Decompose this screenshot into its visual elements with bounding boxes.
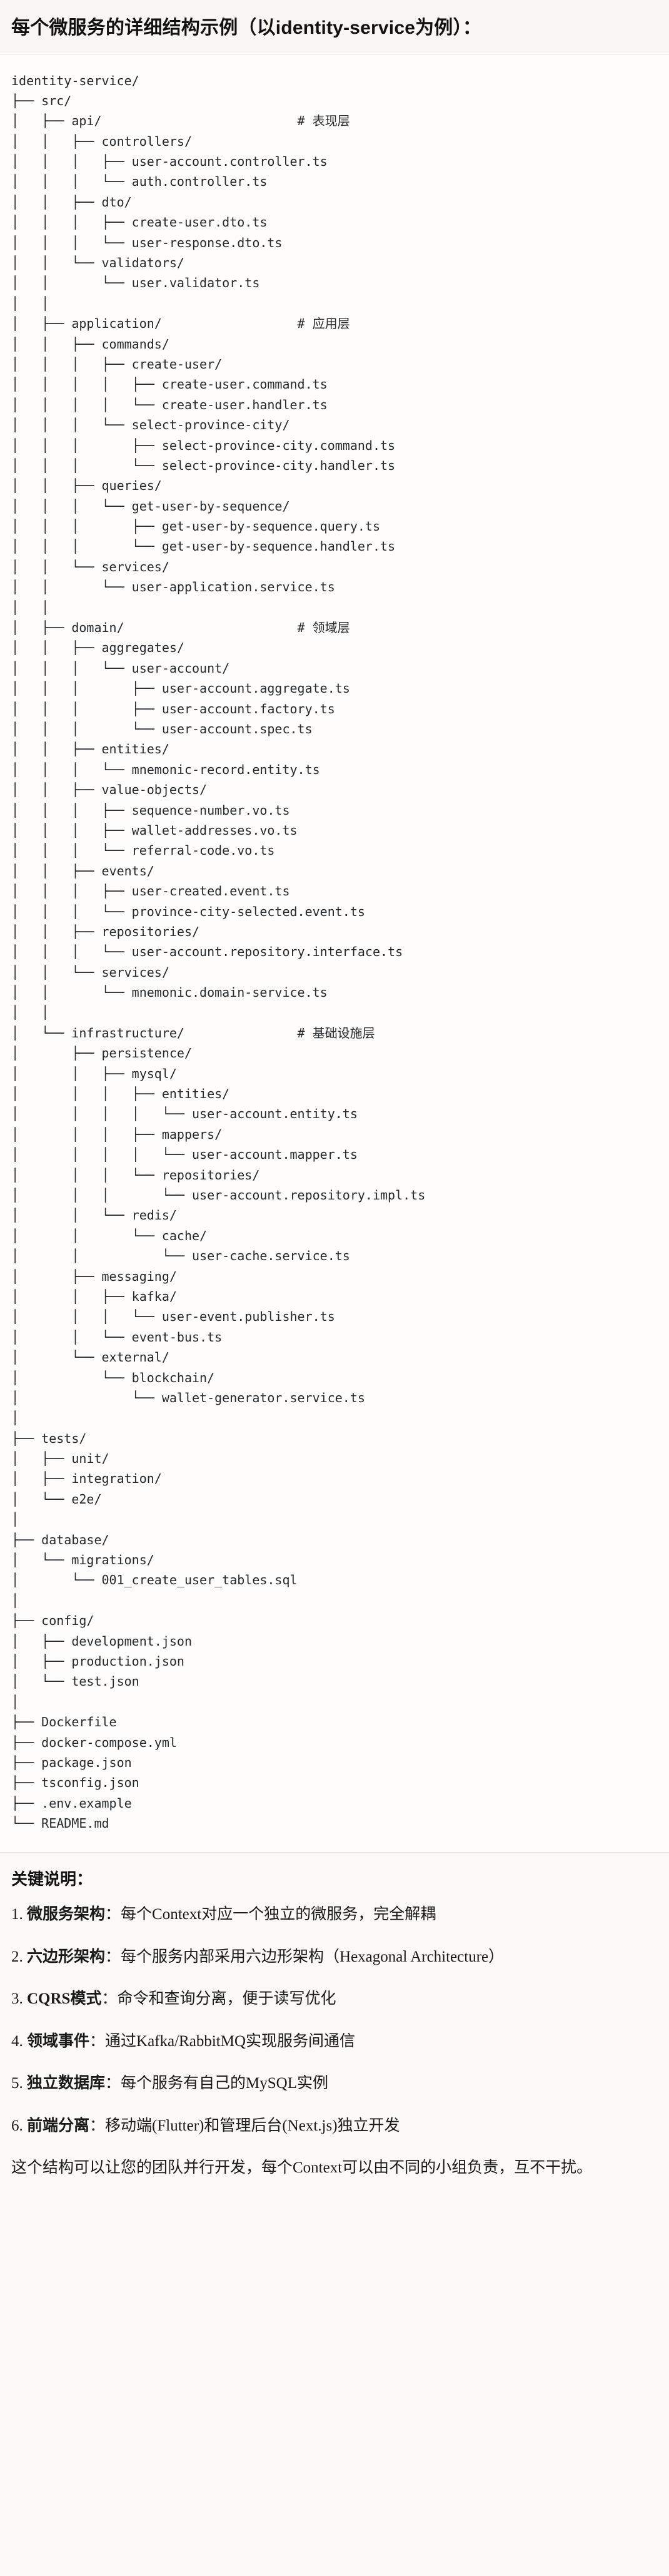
key-note-item: 六边形架构：每个服务内部采用六边形架构（Hexagonal Architectu… bbox=[11, 1945, 658, 1969]
key-note-description: 命令和查询分离，便于读写优化 bbox=[117, 1990, 336, 2008]
closing-statement: 这个结构可以让您的团队并行开发，每个Context可以由不同的小组负责，互不干扰… bbox=[11, 2159, 593, 2177]
document-page: 每个微服务的详细结构示例（以identity-service为例）： ident… bbox=[0, 0, 669, 2199]
key-note-term: 微服务架构 bbox=[27, 1906, 106, 1923]
key-note-term: 六边形架构 bbox=[27, 1948, 106, 1965]
key-note-item: CQRS模式：命令和查询分离，便于读写优化 bbox=[11, 1987, 658, 2011]
key-notes-section: 关键说明： 微服务架构：每个Context对应一个独立的微服务，完全解耦六边形架… bbox=[0, 1853, 669, 2199]
key-note-description: 每个服务有自己的MySQL实例 bbox=[121, 2075, 328, 2092]
key-note-separator: ： bbox=[105, 1906, 121, 1923]
key-note-item: 前端分离：移动端(Flutter)和管理后台(Next.js)独立开发 bbox=[11, 2114, 658, 2138]
key-note-separator: ： bbox=[101, 1990, 118, 2008]
directory-tree: identity-service/ ├── src/ │ ├── api/ # … bbox=[11, 73, 426, 1831]
key-note-item: 领域事件：通过Kafka/RabbitMQ实现服务间通信 bbox=[11, 2030, 658, 2054]
key-note-term: 领域事件 bbox=[27, 2032, 90, 2050]
key-note-separator: ： bbox=[105, 1948, 121, 1965]
key-note-term: 前端分离 bbox=[27, 2117, 90, 2134]
key-note-term: CQRS模式 bbox=[27, 1990, 102, 2008]
key-note-description: 移动端(Flutter)和管理后台(Next.js)独立开发 bbox=[105, 2117, 400, 2134]
key-note-separator: ： bbox=[89, 2032, 106, 2050]
key-note-separator: ： bbox=[89, 2117, 106, 2134]
key-notes-list: 微服务架构：每个Context对应一个独立的微服务，完全解耦六边形架构：每个服务… bbox=[11, 1903, 658, 2137]
key-note-item: 独立数据库：每个服务有自己的MySQL实例 bbox=[11, 2072, 658, 2095]
key-notes-heading: 关键说明： bbox=[11, 1870, 93, 1889]
key-note-term: 独立数据库 bbox=[27, 2075, 106, 2092]
key-note-description: 每个服务内部采用六边形架构（Hexagonal Architecture） bbox=[121, 1948, 505, 1965]
key-note-description: 每个Context对应一个独立的微服务，完全解耦 bbox=[121, 1906, 436, 1923]
key-note-item: 微服务架构：每个Context对应一个独立的微服务，完全解耦 bbox=[11, 1903, 658, 1927]
title-section: 每个微服务的详细结构示例（以identity-service为例）： bbox=[0, 0, 669, 54]
page-title: 每个微服务的详细结构示例（以identity-service为例）： bbox=[11, 18, 481, 38]
directory-tree-section: identity-service/ ├── src/ │ ├── api/ # … bbox=[0, 54, 669, 1853]
key-note-separator: ： bbox=[105, 2075, 121, 2092]
key-note-description: 通过Kafka/RabbitMQ实现服务间通信 bbox=[105, 2032, 355, 2050]
